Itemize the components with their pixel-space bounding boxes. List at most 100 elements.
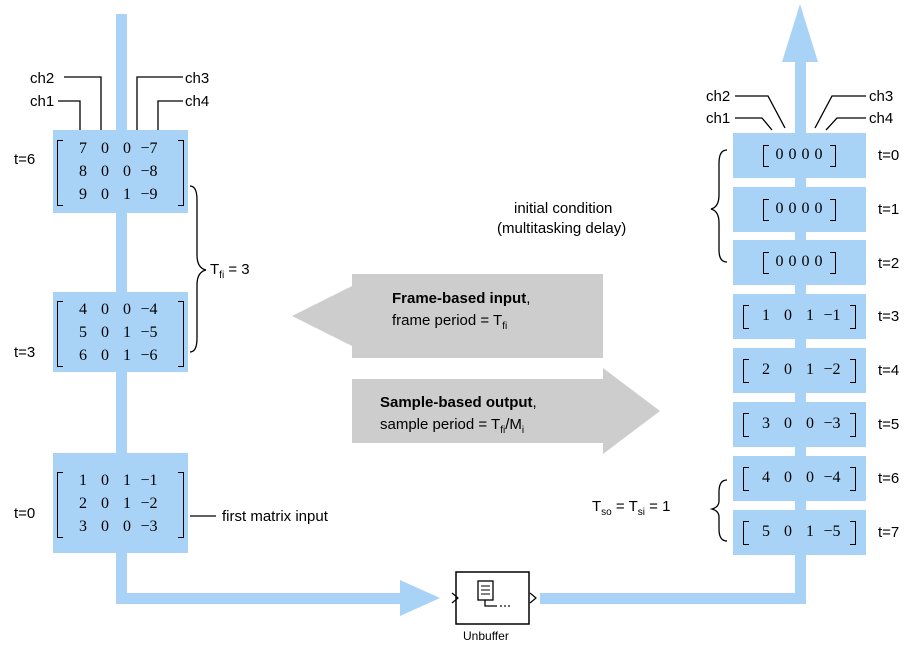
frame-period-label: Tfi = 3: [210, 261, 250, 281]
time-label: t=3: [878, 308, 900, 325]
matrix-cell: 1: [79, 471, 87, 489]
matrix-cell: 1: [123, 185, 131, 203]
time-label: t=6: [14, 151, 36, 168]
row-cell: 3: [762, 415, 770, 432]
matrix-cell: −3: [140, 517, 158, 535]
row-cell: −3: [823, 415, 841, 432]
ch2-leader: [64, 76, 102, 131]
row-cell: 0: [806, 415, 814, 432]
bottom-bus-line: [116, 593, 404, 604]
matrix-cell: 6: [79, 346, 87, 364]
matrix-cell: 0: [101, 494, 109, 512]
block-output-port: [529, 592, 537, 604]
matrix-cell: 0: [123, 517, 131, 535]
row-cell: 0: [801, 253, 810, 270]
multitasking-delay-label: (multitasking delay): [497, 220, 627, 237]
row-cell: 2: [762, 361, 770, 378]
row-cell: 4: [762, 469, 770, 486]
time-label: t=5: [878, 416, 900, 433]
bus-arrowhead: [400, 580, 440, 616]
matrix-cell: −8: [140, 162, 158, 180]
ch1-leader-out: [735, 117, 773, 131]
row-cell: 0: [814, 253, 823, 270]
row-cell: −1: [823, 307, 841, 324]
row-cell: 0: [788, 253, 797, 270]
matrix-cell: −1: [140, 471, 158, 489]
ch3-leader-out: [814, 95, 866, 129]
matrix-cell: −2: [140, 494, 158, 512]
frame-arrow-shape: [292, 274, 603, 358]
ch3-label-out: ch3: [869, 88, 894, 105]
row-cell: 1: [806, 523, 814, 540]
ch4-label-out: ch4: [869, 110, 894, 127]
initial-condition-label: initial condition: [514, 200, 613, 217]
time-label: t=6: [878, 470, 900, 487]
ch4-leader: [157, 100, 183, 131]
matrix-cell: 3: [79, 517, 87, 535]
row-cell: 1: [806, 361, 814, 378]
matrix-cell: 8: [79, 162, 87, 180]
time-label: t=1: [878, 201, 900, 218]
ch3-leader: [136, 76, 183, 131]
unbuffer-label: Unbuffer: [463, 629, 509, 643]
matrix-cell: 0: [101, 346, 109, 364]
matrix-cell: 9: [79, 185, 87, 203]
row-cell: 0: [775, 253, 784, 270]
row-cell: 0: [814, 146, 823, 163]
row-cell: 1: [762, 307, 770, 324]
ch1-label-out: ch1: [706, 110, 731, 127]
row-cell: −2: [823, 361, 841, 378]
row-cell: 0: [801, 146, 810, 163]
time-label: t=2: [878, 255, 900, 272]
row-cell: −5: [823, 523, 841, 540]
matrix-cell: −7: [140, 139, 158, 157]
ch4-leader-out: [825, 117, 866, 131]
matrix-cell: 1: [123, 346, 131, 364]
matrix-cell: 7: [79, 139, 87, 157]
time-label: t=7: [878, 524, 900, 541]
matrix-cell: 0: [101, 300, 109, 318]
matrix-cell: 0: [123, 300, 131, 318]
ch2-leader-out: [735, 95, 786, 129]
time-label: t=0: [14, 505, 36, 522]
frame-arrow-text: Frame-based input, frame period = Tfi: [392, 290, 531, 332]
matrix-cell: 1: [123, 471, 131, 489]
time-label: t=4: [878, 362, 900, 379]
matrix-cell: −6: [140, 346, 158, 364]
matrix-cell: −9: [140, 185, 158, 203]
row-cell: 5: [762, 523, 770, 540]
sample-period-label: Tso = Tsi = 1: [592, 498, 671, 518]
matrix-cell: 1: [123, 494, 131, 512]
matrix-cell: 0: [101, 323, 109, 341]
row-cell: 1: [806, 307, 814, 324]
matrix-cell: 0: [101, 471, 109, 489]
matrix-cell: 0: [123, 162, 131, 180]
time-label: t=0: [878, 147, 900, 164]
matrix-cell: 0: [101, 162, 109, 180]
row-cell: 0: [784, 523, 792, 540]
matrix-cell: 2: [79, 494, 87, 512]
matrix-cell: 0: [123, 139, 131, 157]
sample-period-brace: [709, 479, 728, 542]
row-cell: 0: [784, 415, 792, 432]
block-input-port: [451, 592, 459, 604]
matrix-cell: 0: [101, 139, 109, 157]
row-cell: 0: [806, 469, 814, 486]
output-bus-line: [540, 593, 806, 604]
row-cell: 0: [788, 146, 797, 163]
ch3-label: ch3: [185, 70, 210, 87]
ch2-label: ch2: [30, 70, 55, 87]
frame-period-brace: [189, 185, 207, 353]
matrix-cell: −4: [140, 300, 158, 318]
matrix-cell: 5: [79, 323, 87, 341]
row-cell: 0: [801, 200, 810, 217]
matrix-cell: 4: [79, 300, 87, 318]
row-cell: 0: [784, 307, 792, 324]
